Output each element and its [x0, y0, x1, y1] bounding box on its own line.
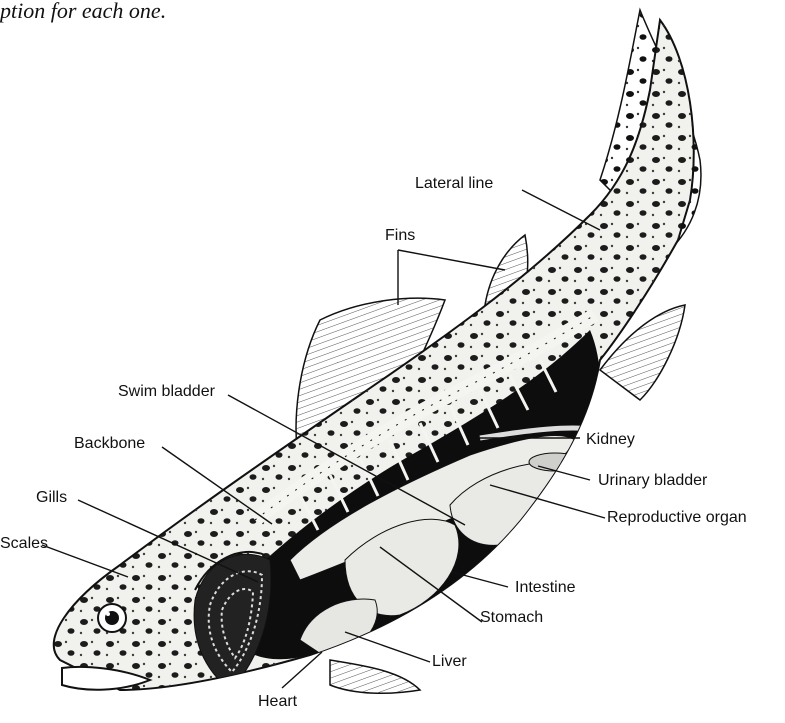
- label-backbone: Backbone: [74, 436, 145, 452]
- label-reproductive-organ: Reproductive organ: [607, 510, 747, 526]
- label-urinary-bladder: Urinary bladder: [598, 473, 707, 489]
- label-liver: Liver: [432, 654, 467, 670]
- label-scales: Scales: [0, 536, 48, 552]
- label-lateral-line: Lateral line: [415, 176, 493, 192]
- label-intestine: Intestine: [515, 580, 575, 596]
- pelvic-fin: [330, 660, 420, 693]
- heart-shape: [304, 658, 332, 678]
- urinary-bladder-shape: [529, 453, 581, 471]
- label-fins: Fins: [385, 228, 415, 244]
- label-swim-bladder: Swim bladder: [118, 384, 215, 400]
- label-gills: Gills: [36, 490, 67, 506]
- label-kidney: Kidney: [586, 432, 635, 448]
- label-stomach: Stomach: [480, 610, 543, 626]
- label-heart: Heart: [258, 694, 297, 710]
